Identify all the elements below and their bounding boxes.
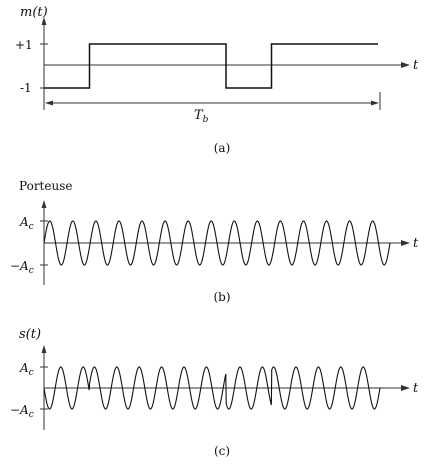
panel-b-title: Porteuse bbox=[19, 179, 72, 193]
carrier-waveform bbox=[43, 220, 391, 266]
panel-b-x-arrow bbox=[401, 240, 410, 246]
panel-c-ytick-high: Ac bbox=[19, 361, 34, 378]
panel-a-xlabel: t bbox=[413, 58, 419, 73]
panel-c-ytick-low: −Ac bbox=[10, 403, 34, 420]
panel-a-ytick-high: +1 bbox=[15, 38, 33, 52]
tb-label: Tb bbox=[194, 108, 209, 125]
panel-a-caption: (a) bbox=[214, 141, 231, 155]
panel-c-y-arrow bbox=[41, 345, 47, 353]
panel-a-ylabel: m(t) bbox=[20, 5, 48, 20]
panel-b: Porteuse t Ac −Ac (b) bbox=[10, 179, 419, 304]
message-waveform bbox=[44, 43, 378, 89]
panel-c: s(t) t Ac −Ac (c) bbox=[10, 327, 419, 458]
panel-b-y-arrow bbox=[41, 200, 47, 208]
tb-arrow-left bbox=[45, 100, 53, 106]
panel-c-x-arrow bbox=[401, 385, 410, 391]
tb-arrow-right bbox=[371, 100, 379, 106]
panel-a: m(t) t +1 -1 Tb (a) bbox=[15, 5, 419, 155]
panel-c-ylabel: s(t) bbox=[19, 327, 41, 342]
panel-b-caption: (b) bbox=[213, 290, 230, 304]
panel-b-xlabel: t bbox=[413, 236, 419, 251]
panel-c-xlabel: t bbox=[413, 381, 419, 396]
panel-a-x-arrow bbox=[401, 62, 410, 68]
panel-b-ytick-high: Ac bbox=[19, 215, 34, 232]
modulated-waveform bbox=[43, 366, 381, 410]
panel-b-ytick-low: −Ac bbox=[10, 259, 34, 276]
panel-a-y-arrow bbox=[41, 17, 47, 25]
panel-c-caption: (c) bbox=[214, 444, 230, 458]
panel-a-ytick-low: -1 bbox=[20, 81, 32, 95]
